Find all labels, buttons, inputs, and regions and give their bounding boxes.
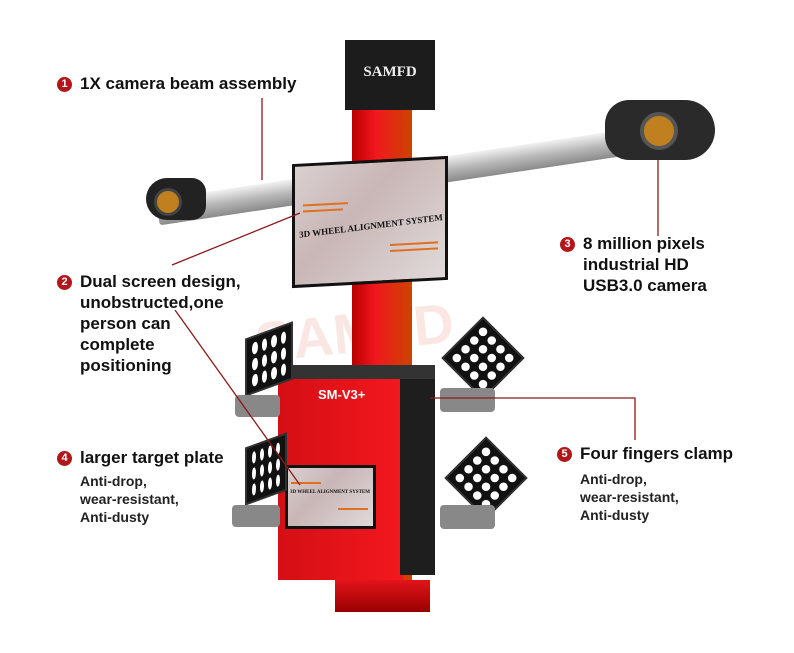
callout-title: Four fingers clamp xyxy=(580,444,734,463)
leader-5 xyxy=(430,397,636,440)
callout-title-line: positioning xyxy=(80,356,172,375)
lower-monitor: 3D WHEEL ALIGNMENT SYSTEM xyxy=(285,465,376,529)
screen-stripe xyxy=(338,508,368,510)
top-box xyxy=(345,40,435,110)
clamp xyxy=(235,395,280,417)
cabinet-top xyxy=(280,365,435,379)
callout-title: 8 million pixels xyxy=(583,234,705,253)
callout-5-details: Anti-drop, wear-resistant, Anti-dusty xyxy=(580,470,679,524)
callout-title-line: person can xyxy=(80,314,171,333)
clamp xyxy=(440,505,495,529)
cabinet-side xyxy=(400,370,435,575)
lower-screen-title: 3D WHEEL ALIGNMENT SYSTEM xyxy=(290,490,370,495)
callout-title: 1X camera beam assembly xyxy=(80,74,297,93)
model-label: SM-V3+ xyxy=(318,387,366,402)
detail-line: Anti-dusty xyxy=(580,507,650,523)
callout-title-line: USB3.0 camera xyxy=(583,276,707,295)
leader-2b xyxy=(174,309,301,486)
detail-line: Anti-drop, xyxy=(580,471,647,487)
callout-title-line: industrial HD xyxy=(583,255,689,274)
brand-label: SAMFD xyxy=(363,64,417,80)
base xyxy=(335,580,430,612)
callout-title-line: complete xyxy=(80,335,155,354)
callout-number: 4 xyxy=(57,451,72,466)
detail-line: wear-resistant, xyxy=(580,489,679,505)
leader-2a xyxy=(171,212,301,266)
callout-number: 3 xyxy=(560,237,575,252)
camera-lens-right xyxy=(640,112,678,150)
callout-title: larger target plate xyxy=(80,448,224,467)
detail-line: wear-resistant, xyxy=(80,491,179,507)
callout-title: Dual screen design, xyxy=(80,272,241,291)
clamp xyxy=(440,388,495,412)
callout-title-line: unobstructed,one xyxy=(80,293,224,312)
screen-stripe xyxy=(291,482,321,484)
detail-line: Anti-dusty xyxy=(80,509,150,525)
callout-1: 1 1X camera beam assembly xyxy=(57,73,296,94)
callout-number: 2 xyxy=(57,275,72,290)
callout-2: 2 Dual screen design, unobstructed,one pe… xyxy=(57,271,241,376)
callout-4-details: Anti-drop, wear-resistant, Anti-dusty xyxy=(80,472,179,526)
callout-number: 1 xyxy=(57,77,72,92)
detail-line: Anti-drop, xyxy=(80,473,147,489)
callout-5: 5 Four fingers clamp xyxy=(557,443,733,464)
clamp xyxy=(232,505,280,527)
callout-number: 5 xyxy=(557,447,572,462)
callout-4: 4 larger target plate xyxy=(57,447,224,468)
camera-lens-left xyxy=(154,188,182,216)
callout-3: 3 8 million pixels industrial HD USB3.0 c… xyxy=(560,233,707,296)
